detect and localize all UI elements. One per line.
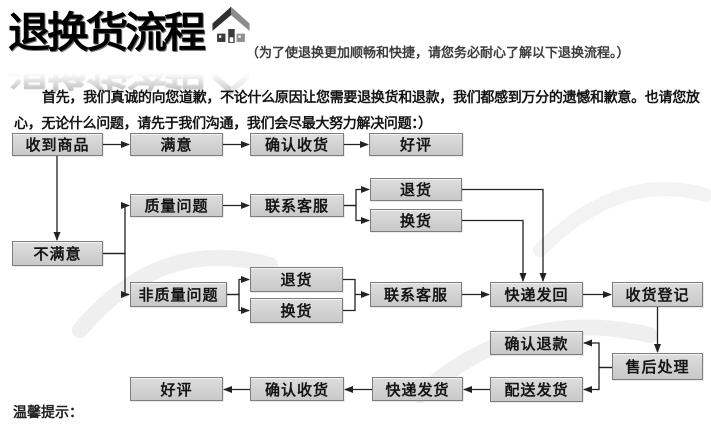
edge-unsatisfied-to-quality-issue	[103, 202, 130, 255]
flow-node-non-quality-issue: 非质量问题	[130, 282, 227, 307]
edge-contact-service-1-to-return-1	[344, 186, 370, 207]
flow-node-express-shipment: 快递发货	[372, 377, 463, 401]
page-title: 退换货流程	[8, 8, 206, 56]
warm-tips-label: 温馨提示：	[13, 404, 83, 420]
edge-non-quality-issue-to-exchange-2	[227, 293, 250, 314]
header-subtitle: （为了使退换更加顺畅和快捷，请您务必耐心了解以下退换流程。）	[246, 45, 630, 60]
flow-node-confirm-receipt-2: 确认收货	[250, 377, 344, 401]
flow-node-contact-service-2: 联系客服	[370, 282, 462, 307]
flow-node-return-2: 退货	[250, 267, 343, 292]
flow-node-contact-service-1: 联系客服	[250, 194, 344, 217]
edge-contact-service-1-to-exchange-1	[344, 204, 370, 224]
title-block: 退换货流程	[8, 4, 253, 56]
flow-node-positive-review-2: 好评	[130, 377, 223, 401]
flow-node-after-sales: 售后处理	[612, 353, 703, 380]
edge-return-2-to-exchange-2-bracket	[343, 278, 356, 312]
flow-node-exchange-1: 换货	[370, 209, 462, 232]
edge-non-quality-issue-to-return-2	[227, 276, 250, 296]
edge-after-sales-to-confirm-refund	[583, 339, 612, 369]
edge-unsatisfied-to-non-quality-issue	[103, 252, 130, 298]
flow-node-received-goods: 收到商品	[12, 133, 103, 156]
edge-exchange-1-to-express-return	[462, 219, 527, 282]
flow-node-quality-issue: 质量问题	[130, 194, 223, 217]
intro-paragraph: 首先，我们真诚的向您道歉，不论什么原因让您需要退换货和退款，我们都感到万分的遗憾…	[14, 89, 700, 131]
flow-node-confirm-receipt: 确认收货	[250, 133, 344, 156]
flow-node-unsatisfied: 不满意	[12, 241, 103, 266]
flow-node-express-return: 快递发回	[490, 282, 583, 307]
flow-node-exchange-2: 换货	[250, 298, 343, 323]
home-arrow-icon	[212, 6, 250, 43]
edge-after-sales-to-dispatch-shipment	[583, 366, 612, 393]
flow-node-positive-review: 好评	[369, 133, 463, 156]
header: 退换货流程 （为了使退换更加顺畅和快捷，请您务必耐心了解以下退换流程。）	[0, 0, 711, 82]
flow-node-receipt-registration: 收货登记	[612, 282, 703, 307]
flow-node-confirm-refund: 确认退款	[490, 331, 583, 355]
flow-node-dispatch-shipment: 配送发货	[490, 377, 583, 402]
flow-node-satisfied: 满意	[130, 133, 223, 156]
edge-return-1-to-express-return	[462, 188, 547, 282]
flow-node-return-1: 退货	[370, 178, 462, 201]
